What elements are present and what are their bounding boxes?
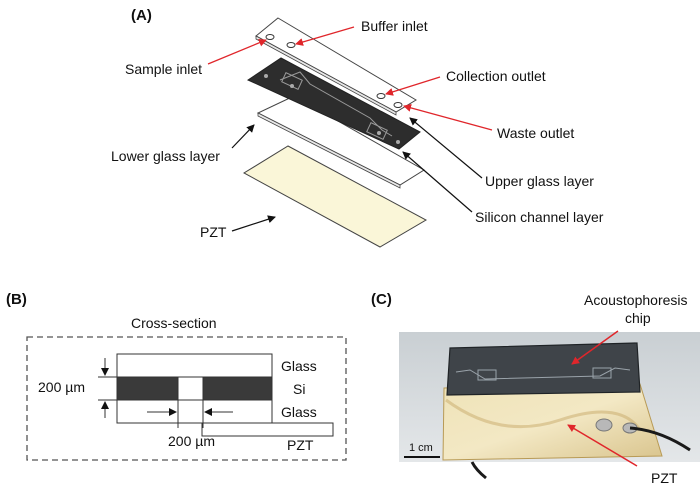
panel-a-label: (A) xyxy=(131,7,152,24)
pzt-label-a: PZT xyxy=(200,224,227,240)
collection-outlet-arrow xyxy=(385,76,441,96)
photo-wire-1 xyxy=(629,426,691,452)
silicon-channel-path xyxy=(279,71,393,137)
pzt-arrow-a xyxy=(231,215,276,232)
upper-glass-label: Upper glass layer xyxy=(485,173,594,189)
upper-glass-arrow xyxy=(409,117,483,179)
scale-bar-label: 1 cm xyxy=(409,442,433,454)
cs-glass-bottom-label: Glass xyxy=(281,404,317,420)
sample-inlet-arrow xyxy=(207,38,267,65)
chip-label-line1: Acoustophoresis xyxy=(584,292,688,308)
photo-pzt-label: PZT xyxy=(651,470,678,486)
silicon-hole-1 xyxy=(264,74,268,78)
upper-glass-edge xyxy=(255,35,397,116)
lower-glass-edge xyxy=(257,112,401,189)
silicon-chamber-2 xyxy=(366,122,388,140)
photo-chip xyxy=(446,342,641,396)
cs-channel xyxy=(177,376,204,401)
cs-pzt xyxy=(201,422,334,437)
sample-inlet-hole xyxy=(265,34,275,40)
lower-glass-label: Lower glass layer xyxy=(111,148,220,164)
cs-glass-top xyxy=(116,353,273,378)
cs-pzt-label: PZT xyxy=(287,437,314,453)
photo-wire-2 xyxy=(470,461,487,480)
collection-outlet-label: Collection outlet xyxy=(446,68,546,84)
silicon-hole-4 xyxy=(396,140,400,144)
buffer-inlet-arrow xyxy=(295,26,355,46)
photo-pzt-stain xyxy=(445,398,642,431)
silicon-channel-layer xyxy=(246,57,421,150)
collection-outlet-hole xyxy=(376,93,386,99)
cs-width-label: 200 µm xyxy=(168,433,215,449)
buffer-inlet-hole xyxy=(286,42,296,48)
photo-chip-chamber-2 xyxy=(592,367,612,379)
waste-outlet-hole xyxy=(393,102,403,108)
silicon-hole-2 xyxy=(290,84,294,88)
cross-section-frame xyxy=(26,336,347,461)
panel-c-label: (C) xyxy=(371,291,392,308)
silicon-channel-label: Silicon channel layer xyxy=(475,209,604,225)
cross-section-title: Cross-section xyxy=(131,315,217,331)
panel-b-label: (B) xyxy=(6,291,27,308)
cs-glass-bottom xyxy=(116,399,273,424)
photo-chip-chamber-1 xyxy=(477,369,497,381)
chip-label-line2: chip xyxy=(625,310,651,326)
lower-glass-arrow xyxy=(231,124,255,149)
cs-height-label: 200 µm xyxy=(38,379,85,395)
pzt-layer xyxy=(243,145,428,248)
cs-si-label: Si xyxy=(293,381,305,397)
silicon-channel-arrow xyxy=(402,151,473,213)
photo-pzt-arrow xyxy=(567,424,638,467)
photo-chip-channel xyxy=(455,367,631,380)
buffer-inlet-label: Buffer inlet xyxy=(361,18,428,34)
cs-glass-top-label: Glass xyxy=(281,358,317,374)
sample-inlet-label: Sample inlet xyxy=(125,61,202,77)
waste-outlet-arrow xyxy=(403,103,493,131)
waste-outlet-label: Waste outlet xyxy=(497,125,574,141)
silicon-hole-3 xyxy=(377,131,381,135)
chip-arrow xyxy=(571,330,619,365)
silicon-chamber-1 xyxy=(281,72,303,90)
photo-solder-1 xyxy=(595,418,613,432)
